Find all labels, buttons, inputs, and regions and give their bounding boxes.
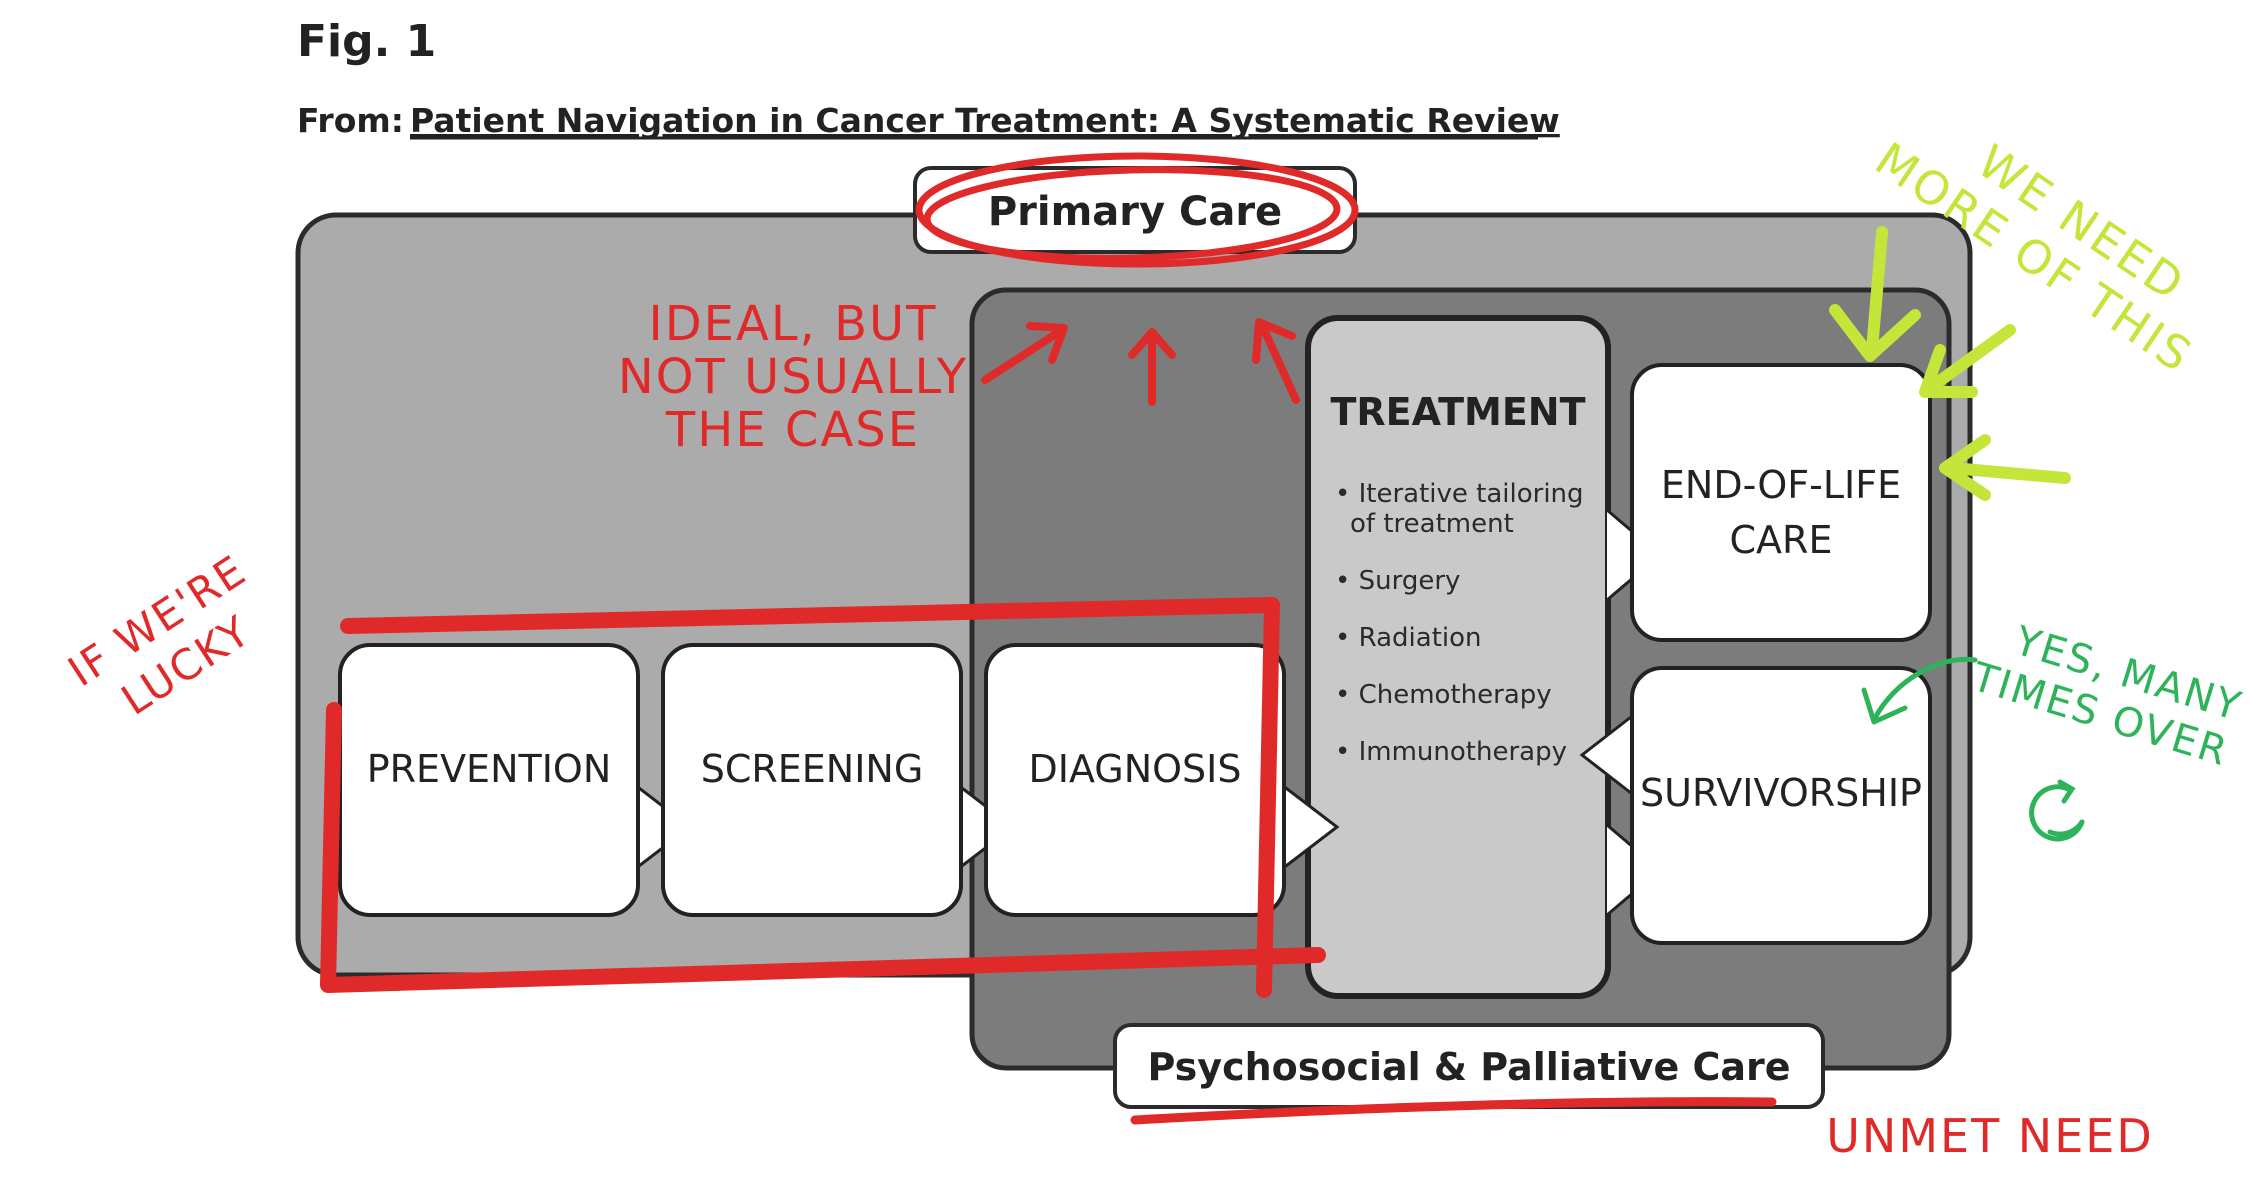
treatment-item-1-cont: of treatment (1350, 509, 1514, 539)
annotation-unmet-need: UNMET NEED (1826, 1109, 2154, 1163)
figure-source-link[interactable]: Patient Navigation in Cancer Treatment: … (410, 101, 1560, 140)
arrow-survivorship-to-treatment (1579, 708, 1641, 802)
treatment-title: TREATMENT (1330, 390, 1585, 434)
treatment-item-1: • Iterative tailoring (1335, 479, 1584, 509)
annotation-ideal-3: THE CASE (665, 402, 920, 458)
treatment-item-3: • Radiation (1335, 623, 1482, 653)
diagnosis-label: DIAGNOSIS (1028, 747, 1241, 791)
treatment-item-4: • Chemotherapy (1335, 680, 1552, 710)
end-of-life-label-1: END-OF-LIFE (1661, 463, 1901, 507)
treatment-item-2: • Surgery (1335, 566, 1460, 596)
end-of-life-label-2: CARE (1730, 518, 1833, 562)
survivorship-label: SURVIVORSHIP (1640, 771, 1922, 815)
primary-care-circle (915, 152, 1359, 268)
lucky-box (320, 597, 1326, 998)
arrow-diagnosis-to-treatment (1281, 783, 1340, 871)
annotation-ideal-2: NOT USUALLY (618, 349, 968, 405)
stage-survivorship (1630, 666, 1932, 945)
screening-label: SCREENING (701, 747, 924, 791)
psychosocial-label: Psychosocial & Palliative Care (1148, 1045, 1791, 1089)
prevention-label: PREVENTION (367, 747, 612, 791)
stage-screening (661, 643, 963, 917)
cycle-icon (2029, 779, 2085, 842)
stage-end-of-life (1630, 363, 1932, 642)
stage-diagnosis (984, 643, 1286, 917)
figure-label: Fig. 1 (297, 16, 436, 67)
psychosocial-underline (1130, 1097, 1777, 1125)
treatment-item-5: • Immunotherapy (1335, 737, 1567, 767)
primary-care-label: Primary Care (988, 189, 1282, 235)
ideal-arrows (981, 318, 1300, 406)
annotation-ideal-1: IDEAL, BUT (649, 296, 938, 352)
figure-source-prefix: From: (297, 101, 404, 140)
many-times-arrow (1861, 656, 1978, 725)
more-arrows (1829, 226, 2071, 501)
treatment-box (1305, 315, 1611, 999)
